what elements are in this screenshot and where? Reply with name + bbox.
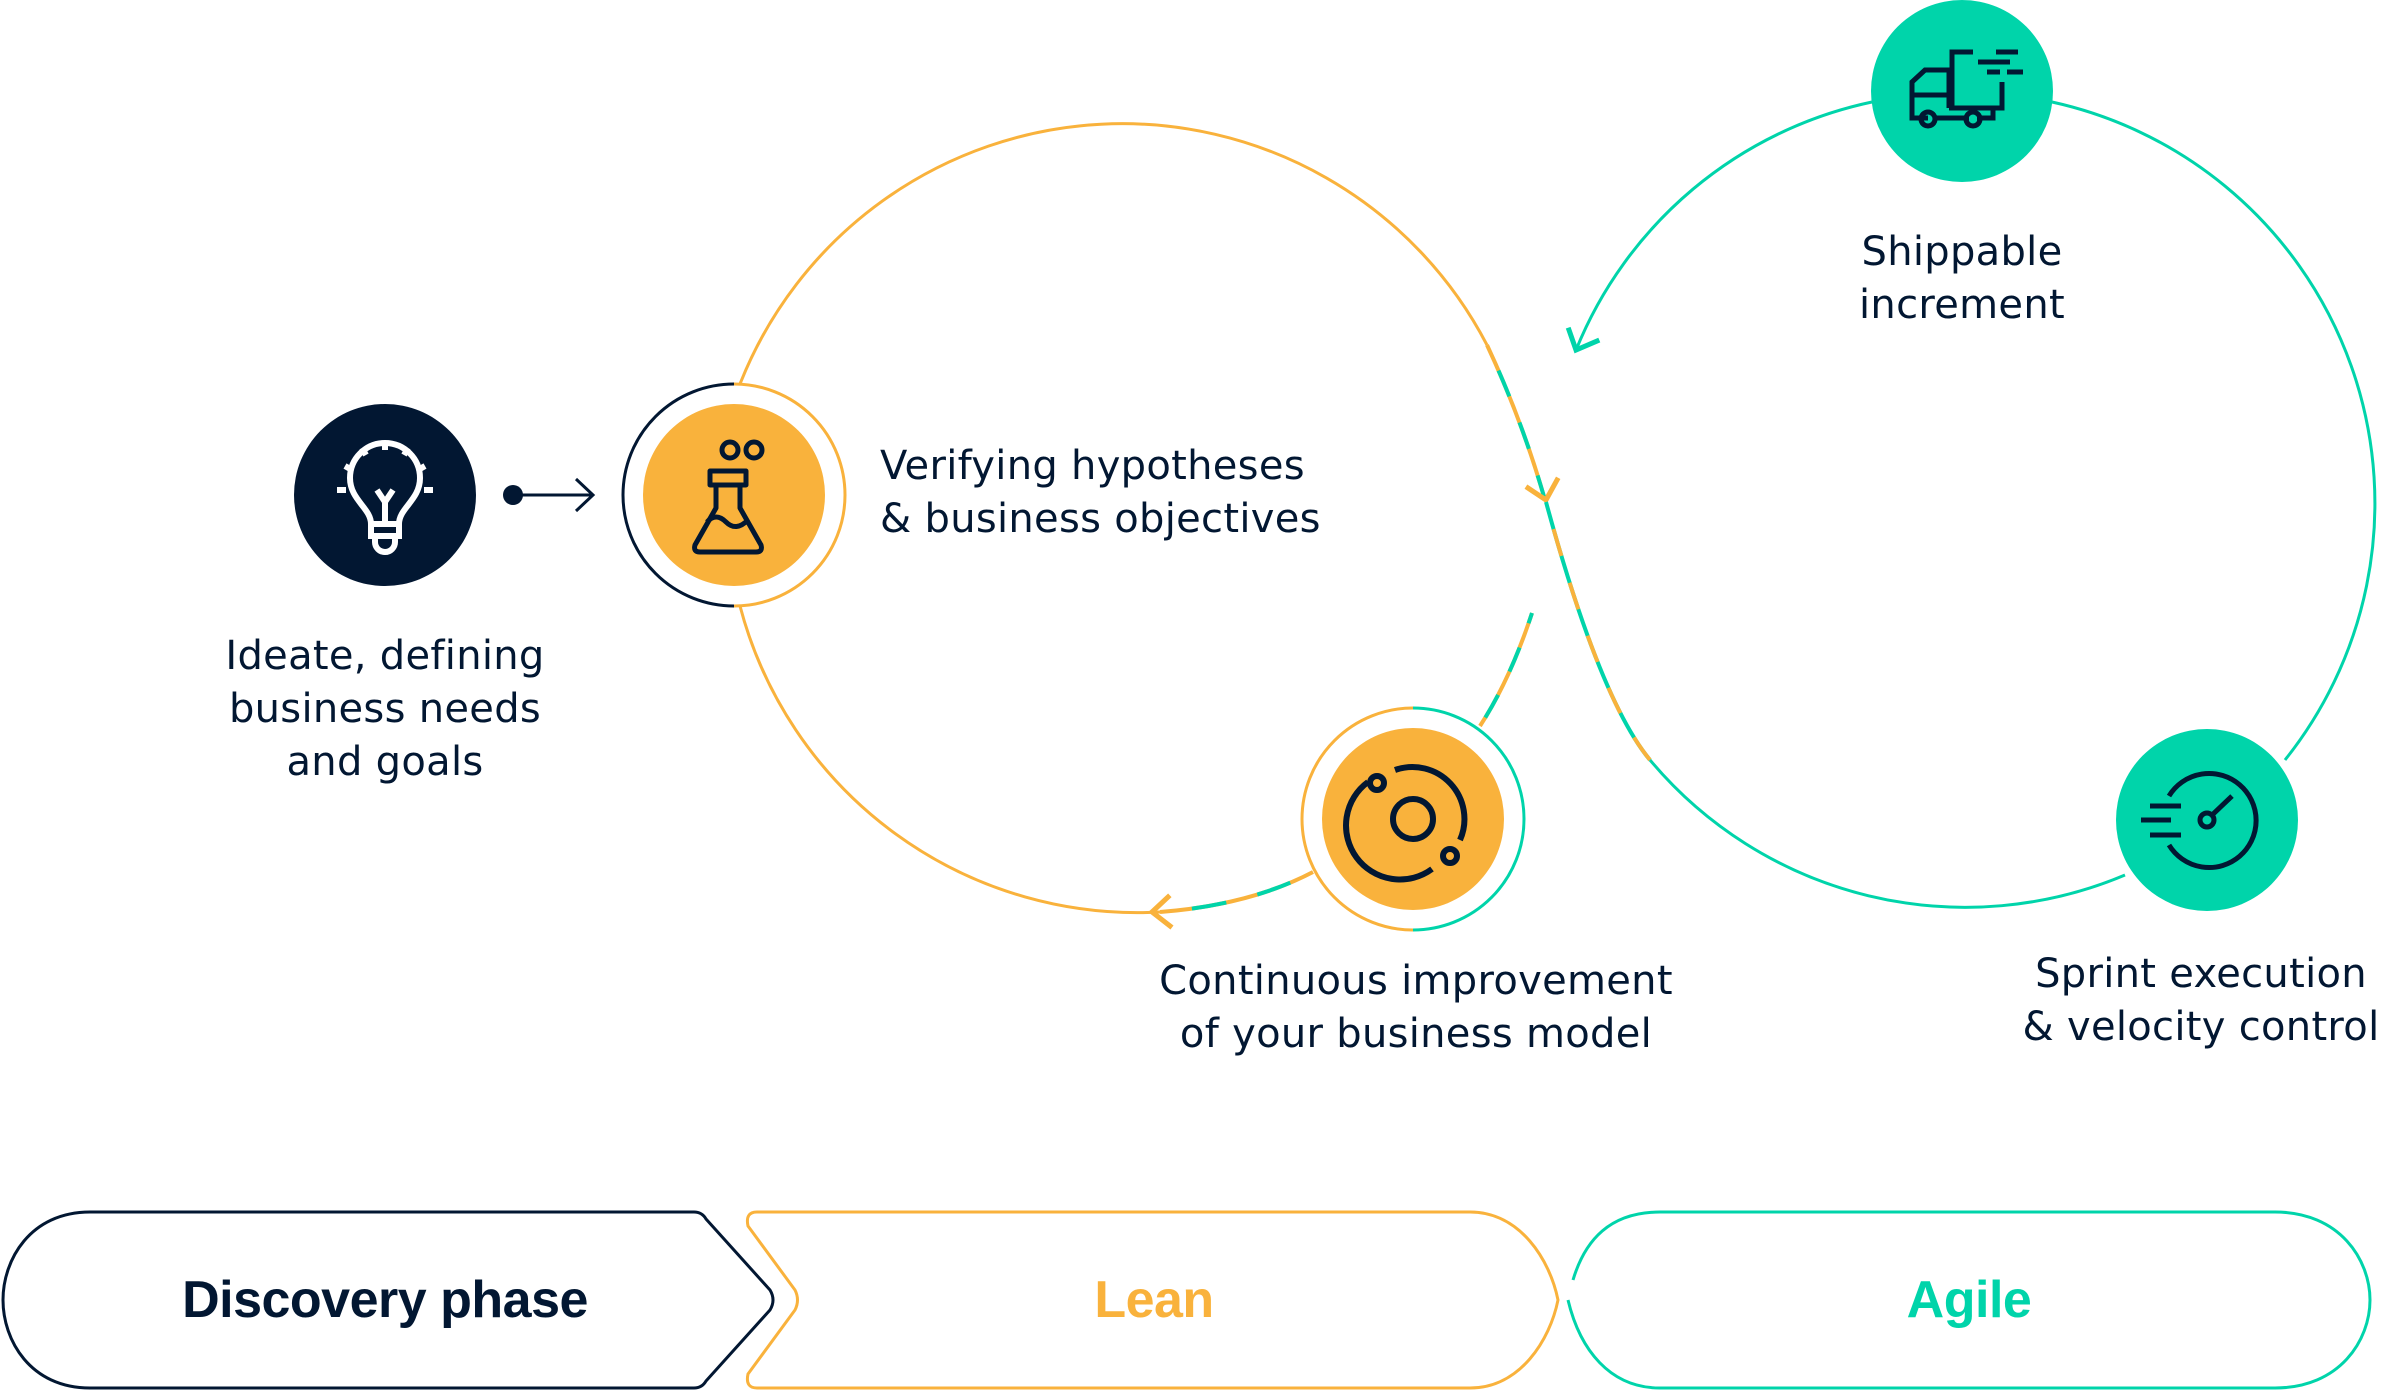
lean-loop-bottom-arc-2 xyxy=(1159,870,1314,914)
shippable-label-line: Shippable xyxy=(1861,229,2063,275)
sprint-node xyxy=(2116,729,2298,911)
shippable-node xyxy=(1871,0,2053,182)
lean-loop-bottom-teal-dashes xyxy=(1159,870,1314,914)
ideate-label: Ideate, defining business needs and goal… xyxy=(185,630,585,789)
agile-loop-right-arc xyxy=(2051,100,2377,761)
verifying-label-line: Verifying hypotheses xyxy=(880,443,1305,489)
agile-loop-bottom-arc xyxy=(1648,759,2126,909)
continuous-exit-teal-dashes xyxy=(1478,612,1534,728)
continuous-label: Continuous improvement of your business … xyxy=(1116,955,1716,1061)
lean-loop-bottom-arc xyxy=(738,605,1161,915)
continuous-label-line: of your business model xyxy=(1179,1011,1653,1057)
sprint-label-line: Sprint execution xyxy=(2035,951,2367,997)
delivery-truck-icon xyxy=(1909,49,2023,129)
flask-icon xyxy=(692,439,765,555)
agile-loop-left-arc xyxy=(1574,100,1873,351)
loop-crossing-upper-teal-dashes xyxy=(1485,344,1547,501)
sprint-label: Sprint execution & velocity control xyxy=(1991,948,2388,1054)
agile-flow-arrow-icon xyxy=(1565,326,1601,354)
verifying-label: Verifying hypotheses & business objectiv… xyxy=(880,440,1321,546)
loop-crossing-lower-orange-dashes xyxy=(1544,501,1652,762)
phase-bar-agile[interactable] xyxy=(1566,1210,2372,1390)
lean-return-arrow-icon xyxy=(1148,893,1174,930)
connector-arrow xyxy=(503,477,596,513)
verifying-label-line: & business objectives xyxy=(880,496,1321,542)
shippable-label-line: increment xyxy=(1859,282,2065,328)
lean-flow-arrow-icon xyxy=(1524,476,1561,504)
phase-label-discovery: Discovery phase xyxy=(182,1271,588,1329)
lean-loop-top-arc xyxy=(738,122,1489,385)
phase-label-agile: Agile xyxy=(1906,1271,2032,1329)
loop-crossing-lower xyxy=(1544,501,1652,762)
lightbulb-icon xyxy=(337,440,433,555)
orbit-icon xyxy=(1343,763,1468,883)
phase-bar-lean[interactable] xyxy=(745,1210,1560,1390)
verifying-node xyxy=(621,382,847,608)
shippable-label: Shippable increment xyxy=(1812,226,2112,332)
ideate-label-line: business needs xyxy=(228,686,542,732)
phase-bar-discovery[interactable] xyxy=(1,1210,775,1390)
ideate-label-line: Ideate, defining xyxy=(225,633,545,679)
speedometer-icon xyxy=(2141,771,2259,870)
phase-label-lean: Lean xyxy=(1094,1271,1214,1329)
sprint-label-line: & velocity control xyxy=(2022,1004,2380,1050)
continuous-label-line: Continuous improvement xyxy=(1159,958,1673,1004)
continuous-exit-segment xyxy=(1478,612,1534,728)
ideate-label-line: and goals xyxy=(286,739,484,785)
ideate-node xyxy=(294,404,476,586)
continuous-node xyxy=(1300,706,1526,932)
